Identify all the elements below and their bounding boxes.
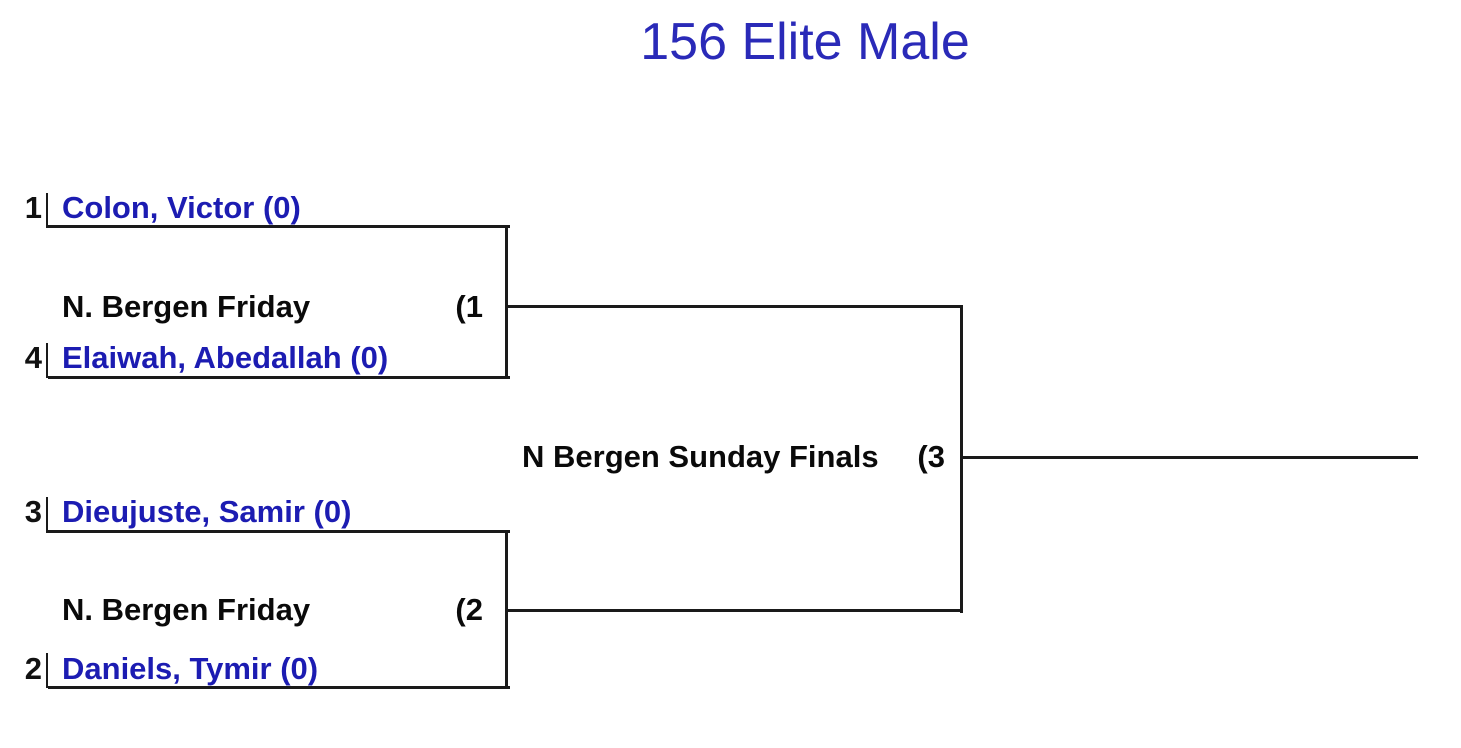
- final-bout-number: (3: [917, 439, 945, 474]
- bracket-entry-seed3: 3 Dieujuste, Samir (0): [0, 494, 352, 530]
- participant-name[interactable]: Dieujuste, Samir (0): [62, 494, 352, 529]
- seed-number: 3: [24, 494, 42, 529]
- seed1-tick-line: [46, 193, 48, 228]
- final-join-line: [960, 305, 963, 613]
- bracket-entry-seed1: 1 Colon, Victor (0): [0, 190, 301, 226]
- match1-bottom-line: [48, 376, 510, 379]
- seed2-tick-line: [46, 653, 48, 688]
- seed4-tick-line: [46, 343, 48, 378]
- final-label-row: N Bergen Sunday Finals (3: [522, 439, 945, 475]
- match1-bout-number: (1: [455, 289, 483, 324]
- match1-label-row: N. Bergen Friday (1: [62, 289, 483, 325]
- match1-event-label: N. Bergen Friday: [62, 289, 311, 324]
- seed-number: 2: [24, 651, 42, 686]
- participant-name[interactable]: Daniels, Tymir (0): [62, 651, 319, 686]
- match2-winner-line: [505, 609, 963, 612]
- participant-name[interactable]: Colon, Victor (0): [62, 190, 301, 225]
- match2-event-label: N. Bergen Friday: [62, 592, 311, 627]
- seed-number: 1: [24, 190, 42, 225]
- seed-number: 4: [24, 340, 42, 375]
- match2-top-line: [48, 530, 510, 533]
- page-title: 156 Elite Male: [640, 13, 970, 71]
- participant-name[interactable]: Elaiwah, Abedallah (0): [62, 340, 389, 375]
- bracket-entry-seed2: 2 Daniels, Tymir (0): [0, 651, 318, 687]
- final-event-label: N Bergen Sunday Finals: [522, 439, 879, 474]
- bracket-entry-seed4: 4 Elaiwah, Abedallah (0): [0, 340, 388, 376]
- seed3-tick-line: [46, 497, 48, 533]
- match2-bottom-line: [48, 686, 510, 689]
- match1-top-line: [48, 225, 510, 228]
- champion-line: [960, 456, 1418, 459]
- match1-winner-line: [505, 305, 963, 308]
- match2-label-row: N. Bergen Friday (2: [62, 592, 483, 628]
- match1-join-line: [505, 225, 508, 379]
- match2-bout-number: (2: [455, 592, 483, 627]
